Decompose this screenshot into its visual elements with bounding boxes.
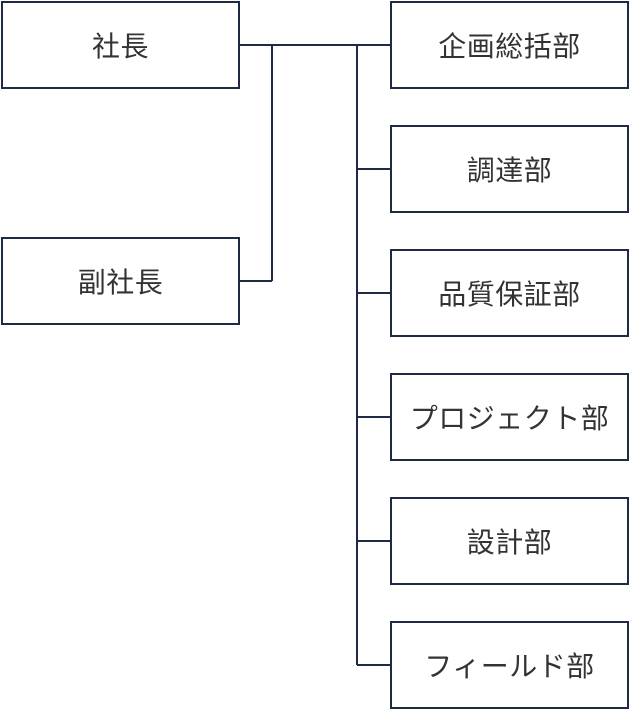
vice-president-label: 副社長 bbox=[77, 266, 164, 299]
department-box-design: 設計部 bbox=[390, 497, 629, 585]
department-box-field: フィールド部 bbox=[390, 621, 629, 709]
president-label: 社長 bbox=[91, 30, 149, 63]
department-label: 企画総括部 bbox=[438, 30, 581, 63]
department-label: 調達部 bbox=[466, 154, 553, 187]
department-box-project: プロジェクト部 bbox=[390, 373, 629, 461]
department-label: 設計部 bbox=[466, 526, 553, 559]
department-box-procurement: 調達部 bbox=[390, 125, 629, 213]
department-label: プロジェクト部 bbox=[409, 402, 610, 435]
president-box: 社長 bbox=[1, 1, 240, 89]
department-label: 品質保証部 bbox=[438, 278, 581, 311]
department-label: フィールド部 bbox=[424, 650, 595, 683]
department-box-quality-assurance: 品質保証部 bbox=[390, 249, 629, 337]
vice-president-box: 副社長 bbox=[1, 237, 240, 325]
department-box-planning: 企画総括部 bbox=[390, 1, 629, 89]
